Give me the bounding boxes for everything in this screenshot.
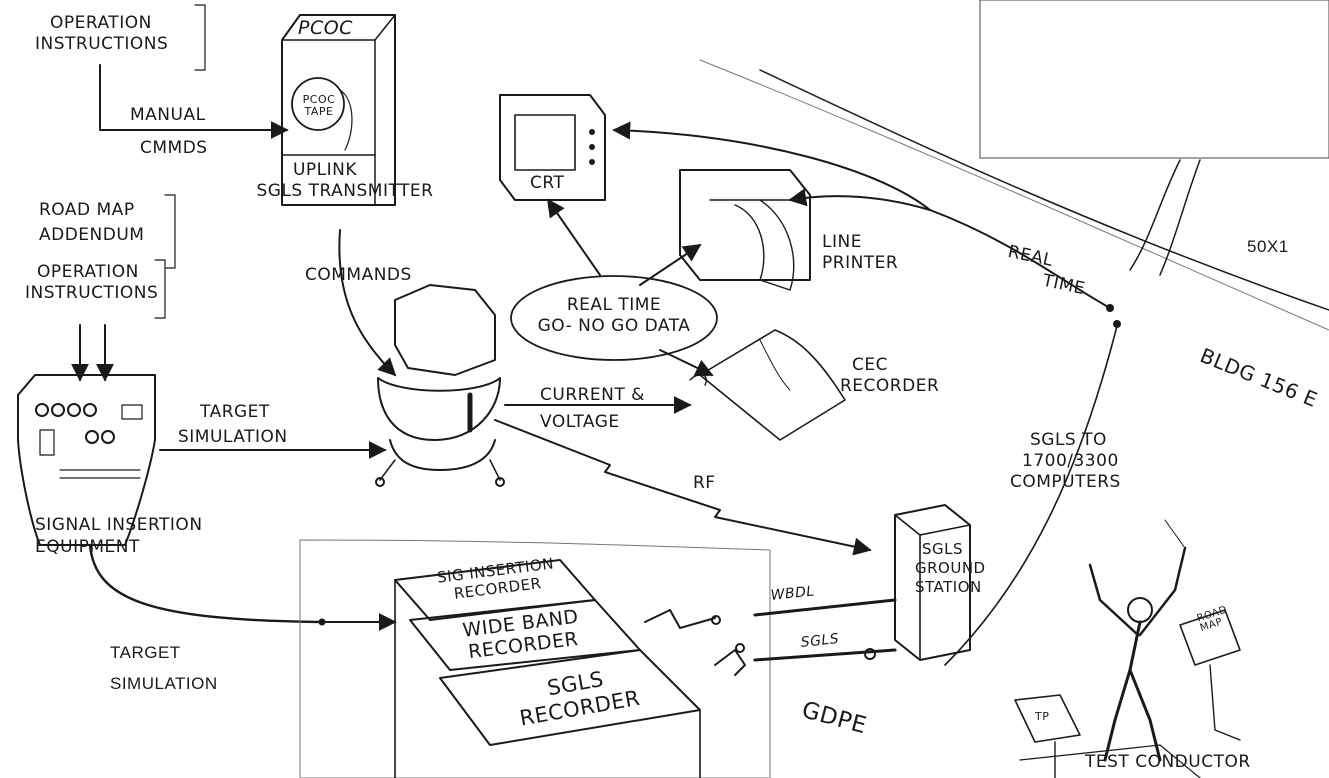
op-instructions-1-bracket [195, 5, 205, 70]
manual-cmmds-line1: MANUAL [130, 105, 208, 126]
blank-panel [980, 0, 1329, 158]
target-sim-2-line2: SIMULATION [110, 673, 218, 694]
uplink-label: UPLINK SGLS TRANSMITTER [250, 160, 440, 202]
test-conductor-figure [1015, 520, 1240, 778]
line-printer-label: LINE PRINTER [822, 232, 898, 274]
commands-arrow [339, 230, 395, 375]
manual-cmmds-line2: CMMDS [130, 138, 208, 159]
ground-station-line2: GROUND [915, 559, 970, 578]
op-instructions-2-line1: OPERATION [25, 262, 158, 283]
op-instructions-1-line1: OPERATION [35, 13, 168, 34]
cec-line2: RECORDER [840, 376, 939, 397]
uplink-line1: UPLINK [250, 160, 440, 181]
op-instructions-1: OPERATION INSTRUCTIONS [35, 13, 168, 55]
rf-label: RF [693, 473, 716, 494]
target-sim-1-line2: SIMULATION [178, 427, 288, 448]
real-time-data-line2: GO- NO GO DATA [524, 316, 704, 337]
pcoc-tape-line2: TAPE [302, 106, 336, 118]
uplink-line2: SGLS TRANSMITTER [250, 181, 440, 202]
rf-link [495, 420, 870, 550]
road-map-line1: ROAD MAP [35, 200, 144, 221]
road-map-line2: ADDENDUM [35, 225, 144, 246]
sgls-to-computers-label: SGLS TO 1700/3300 COMPUTERS [1000, 430, 1121, 493]
sgls-rec-link [715, 650, 745, 675]
cec-recorder-label: CEC RECORDER [840, 355, 939, 397]
op-instructions-2-line2: INSTRUCTIONS [25, 283, 158, 304]
cec-line1: CEC [840, 355, 939, 376]
line-printer [680, 170, 810, 290]
line-printer-line2: PRINTER [822, 253, 898, 274]
target-sim-1-line1: TARGET [178, 402, 288, 423]
computers-connector [1114, 321, 1120, 327]
current-voltage-label: CURRENT & VOLTAGE [540, 385, 645, 433]
ground-station-line1: SGLS [915, 540, 970, 559]
pcoc-tape-label: PCOC TAPE [302, 94, 336, 118]
real-time-data-line1: REAL TIME [524, 295, 704, 316]
crt-label: CRT [530, 173, 564, 194]
target-sim-1-label: TARGET SIMULATION [178, 402, 288, 448]
signal-insertion-line1: SIGNAL INSERTION [35, 515, 203, 536]
road-map-bracket [165, 195, 175, 268]
signal-insertion-line2: EQUIPMENT [35, 537, 203, 558]
pcoc-title: PCOC [298, 18, 353, 39]
sgls-to-line1: SGLS TO [1000, 430, 1121, 451]
data-to-cec [660, 350, 712, 375]
op-instructions-2: OPERATION INSTRUCTIONS [25, 262, 158, 304]
test-conductor-label: TEST CONDUCTOR [1085, 752, 1251, 773]
ground-station-line3: STATION [915, 578, 970, 597]
commands-label: COMMANDS [305, 265, 412, 286]
sgls-to-line2: 1700/3300 [1000, 451, 1121, 472]
ground-station-label: SGLS GROUND STATION [915, 540, 970, 597]
road-map-addendum: ROAD MAP ADDENDUM [35, 200, 144, 246]
current-voltage-line1: CURRENT & [540, 385, 645, 406]
manual-cmmds-label: MANUAL CMMDS [130, 105, 208, 159]
target-sim-2-label: TARGET SIMULATION [110, 642, 218, 694]
sgls-to-line3: COMPUTERS [1000, 472, 1121, 493]
spacecraft [376, 285, 504, 486]
op-instructions-1-line2: INSTRUCTIONS [35, 34, 168, 55]
target-sim-2-line1: TARGET [110, 642, 218, 663]
cec-recorder [690, 330, 845, 440]
signal-insertion-label: SIGNAL INSERTION EQUIPMENT [35, 515, 203, 558]
wideband-link [645, 610, 715, 628]
data-to-crt [548, 200, 600, 275]
document-marking: 50X1 [1247, 236, 1289, 257]
line-printer-line1: LINE [822, 232, 898, 253]
current-voltage-line2: VOLTAGE [540, 412, 645, 433]
real-time-connector [1107, 305, 1113, 311]
real-time-data-label: REAL TIME GO- NO GO DATA [524, 295, 704, 337]
tp-sign-label: TP [1035, 708, 1049, 725]
